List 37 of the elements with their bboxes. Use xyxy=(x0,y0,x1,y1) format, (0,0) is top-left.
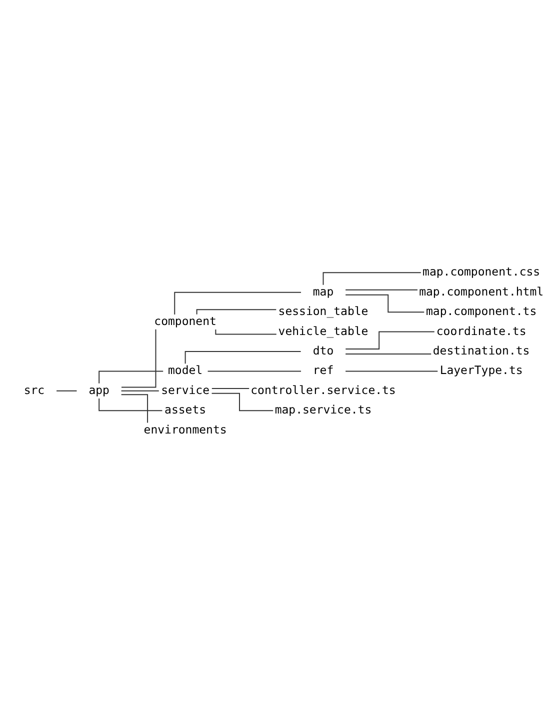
node-text: src xyxy=(24,382,45,396)
node-text: assets xyxy=(164,402,206,416)
node-text: model xyxy=(168,362,203,377)
node-text: map.component.html xyxy=(419,284,544,298)
node-text: vehicle_table xyxy=(278,323,368,338)
connector xyxy=(211,392,274,411)
node-text: map.component.ts xyxy=(426,304,537,318)
node-text: map.service.ts xyxy=(274,402,372,416)
connector xyxy=(211,387,250,388)
connector xyxy=(120,390,160,391)
connector xyxy=(98,370,164,384)
connector xyxy=(207,370,302,372)
node-text: component xyxy=(154,313,216,328)
connector xyxy=(174,291,302,314)
connector xyxy=(345,294,425,312)
connector xyxy=(345,288,418,290)
node-text: ref xyxy=(312,362,334,377)
connector xyxy=(56,390,78,391)
connector xyxy=(345,370,438,372)
connector xyxy=(345,352,432,354)
node-text: coordinate.ts xyxy=(436,323,526,338)
connector xyxy=(98,397,163,411)
node-text: map.component.css xyxy=(422,264,540,278)
node-text: map xyxy=(312,284,334,298)
connector xyxy=(120,394,148,423)
connector xyxy=(215,328,277,334)
connector xyxy=(196,308,277,314)
node-text: service xyxy=(161,382,210,396)
node-text: controller.service.ts xyxy=(250,382,396,396)
node-text: environments xyxy=(144,422,227,436)
connector xyxy=(120,328,156,388)
node-text: destination.ts xyxy=(432,343,530,358)
node-text: LayerType.ts xyxy=(440,362,523,377)
node-text: dto xyxy=(312,343,334,358)
connector xyxy=(345,330,435,350)
node-text: app xyxy=(88,382,110,396)
node-text: session_table xyxy=(278,304,368,318)
